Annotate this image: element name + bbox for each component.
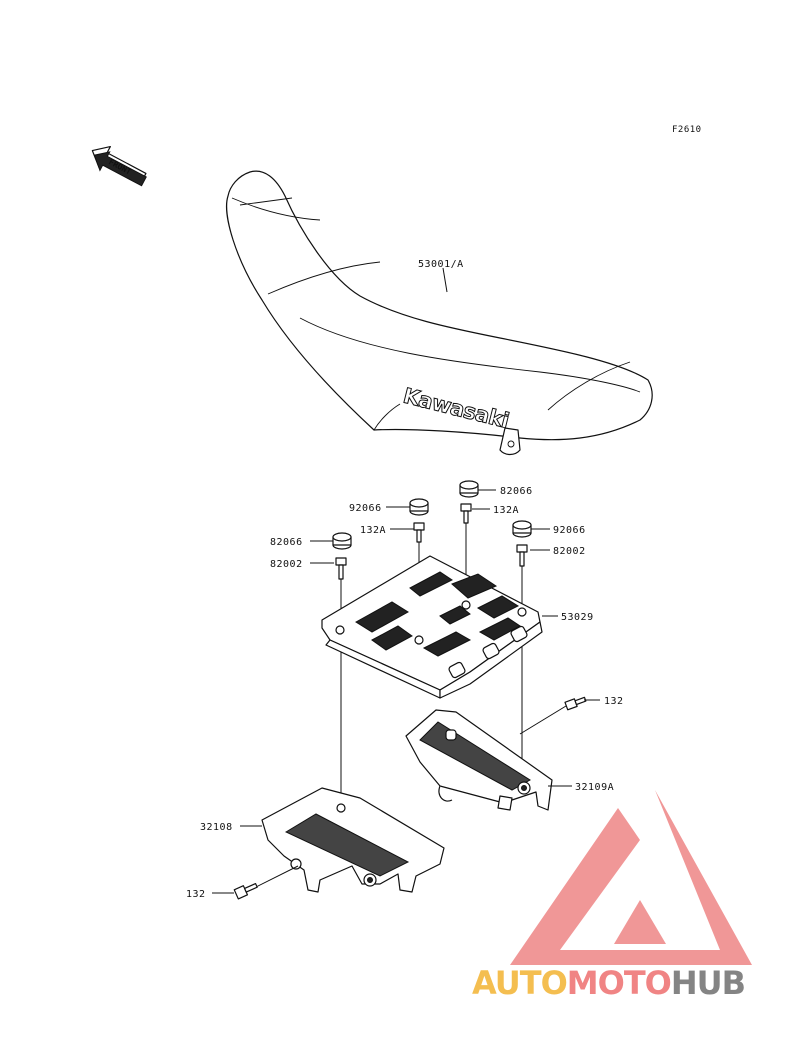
bolt-icon: [564, 696, 587, 711]
bolt-icon: [413, 522, 425, 543]
label-bolt-82002-right: 82002: [553, 546, 586, 557]
cap-icon: [512, 520, 532, 538]
watermark-hub: HUB: [671, 964, 745, 1002]
seat: Kawasaki: [226, 170, 653, 456]
bracket-right: [405, 709, 553, 811]
front-arrow-icon: FRONT: [91, 145, 147, 187]
label-seat: 53001/A: [418, 259, 464, 270]
watermark-auto: AUTO: [472, 964, 567, 1002]
bolt-icon: [233, 882, 258, 900]
label-bracket-left: 32108: [200, 822, 233, 833]
bracket-plate: [321, 555, 543, 699]
svg-text:AUTOMOTOHUB: AUTOMOTOHUB: [472, 964, 745, 1002]
label-cap-4: 92066: [553, 525, 586, 536]
cap-icon: [409, 498, 429, 516]
label-cap-2: 82066: [500, 486, 533, 497]
cap-icon: [459, 480, 479, 498]
bolt-icon: [460, 503, 472, 524]
label-bolt-132a-left: 132A: [360, 525, 386, 536]
cap-icon: [332, 532, 352, 550]
bolt-icon: [516, 544, 528, 567]
label-bracket-plate: 53029: [561, 612, 594, 623]
label-bracket-right: 32109A: [575, 782, 614, 793]
watermark-logo: AUTOMOTOHUB: [472, 790, 752, 1002]
label-bolt-132-left: 132: [186, 889, 206, 900]
bolt-icon: [335, 557, 347, 580]
label-cap-1: 92066: [349, 503, 382, 514]
bracket-left: [261, 787, 445, 893]
diagram-id: F2610: [672, 125, 702, 135]
label-bolt-82002-left: 82002: [270, 559, 303, 570]
watermark-triangle-icon: [510, 790, 752, 965]
label-bolt-132-right: 132: [604, 696, 624, 707]
label-bolt-132a-right: 132A: [493, 505, 519, 516]
label-cap-3: 82066: [270, 537, 303, 548]
watermark-moto: MOTO: [567, 964, 671, 1002]
